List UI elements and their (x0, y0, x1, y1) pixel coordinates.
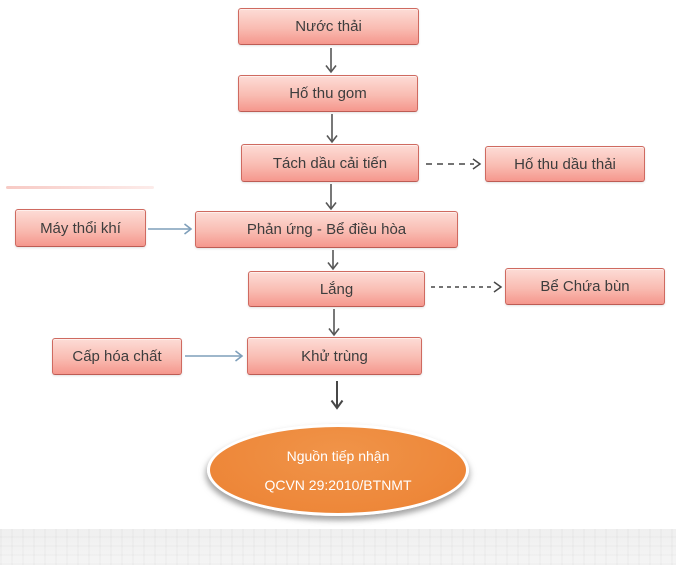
node-tach-dau-cai-tien: Tách dầu cải tiến (241, 144, 419, 182)
node-may-thoi-khi: Máy thổi khí (15, 209, 146, 247)
arrow-ho-thu-gom-to-tach-dau (326, 114, 338, 144)
node-ho-thu-dau-thai: Hố thu dầu thải (485, 146, 645, 182)
nguon-tiep-nhan-line1: Nguồn tiếp nhận (286, 447, 390, 464)
arrow-khu-trung-to-nguon-tiep-nhan (330, 381, 344, 410)
arrow-tach-dau-to-ho-thu-dau-thai (426, 158, 482, 170)
node-nuoc-thai: Nước thải (238, 8, 419, 45)
faded-line-artifact (6, 186, 154, 189)
node-khu-trung: Khử trùng (247, 337, 422, 375)
arrow-tach-dau-to-phan-ung (325, 184, 337, 211)
footer-texture-strip (0, 529, 676, 565)
node-phan-ung-be-dieu-hoa: Phản ứng - Bể điều hòa (195, 211, 458, 248)
nguon-tiep-nhan-line2: QCVN 29:2010/BTNMT (264, 476, 412, 493)
arrow-lang-to-khu-trung (328, 309, 340, 337)
arrow-nuoc-thai-to-ho-thu-gom (325, 48, 337, 74)
arrow-may-thoi-khi-to-phan-ung (148, 223, 193, 235)
arrow-cap-hoa-chat-to-khu-trung (185, 350, 244, 362)
arrow-lang-to-be-chua-bun (431, 281, 503, 293)
node-lang: Lắng (248, 271, 425, 307)
node-ho-thu-gom: Hố thu gom (238, 75, 418, 112)
node-cap-hoa-chat: Cấp hóa chất (52, 338, 182, 375)
arrow-phan-ung-to-lang (327, 250, 339, 271)
node-be-chua-bun: Bể Chứa bùn (505, 268, 665, 305)
node-nguon-tiep-nhan: Nguồn tiếp nhận QCVN 29:2010/BTNMT (207, 424, 469, 516)
